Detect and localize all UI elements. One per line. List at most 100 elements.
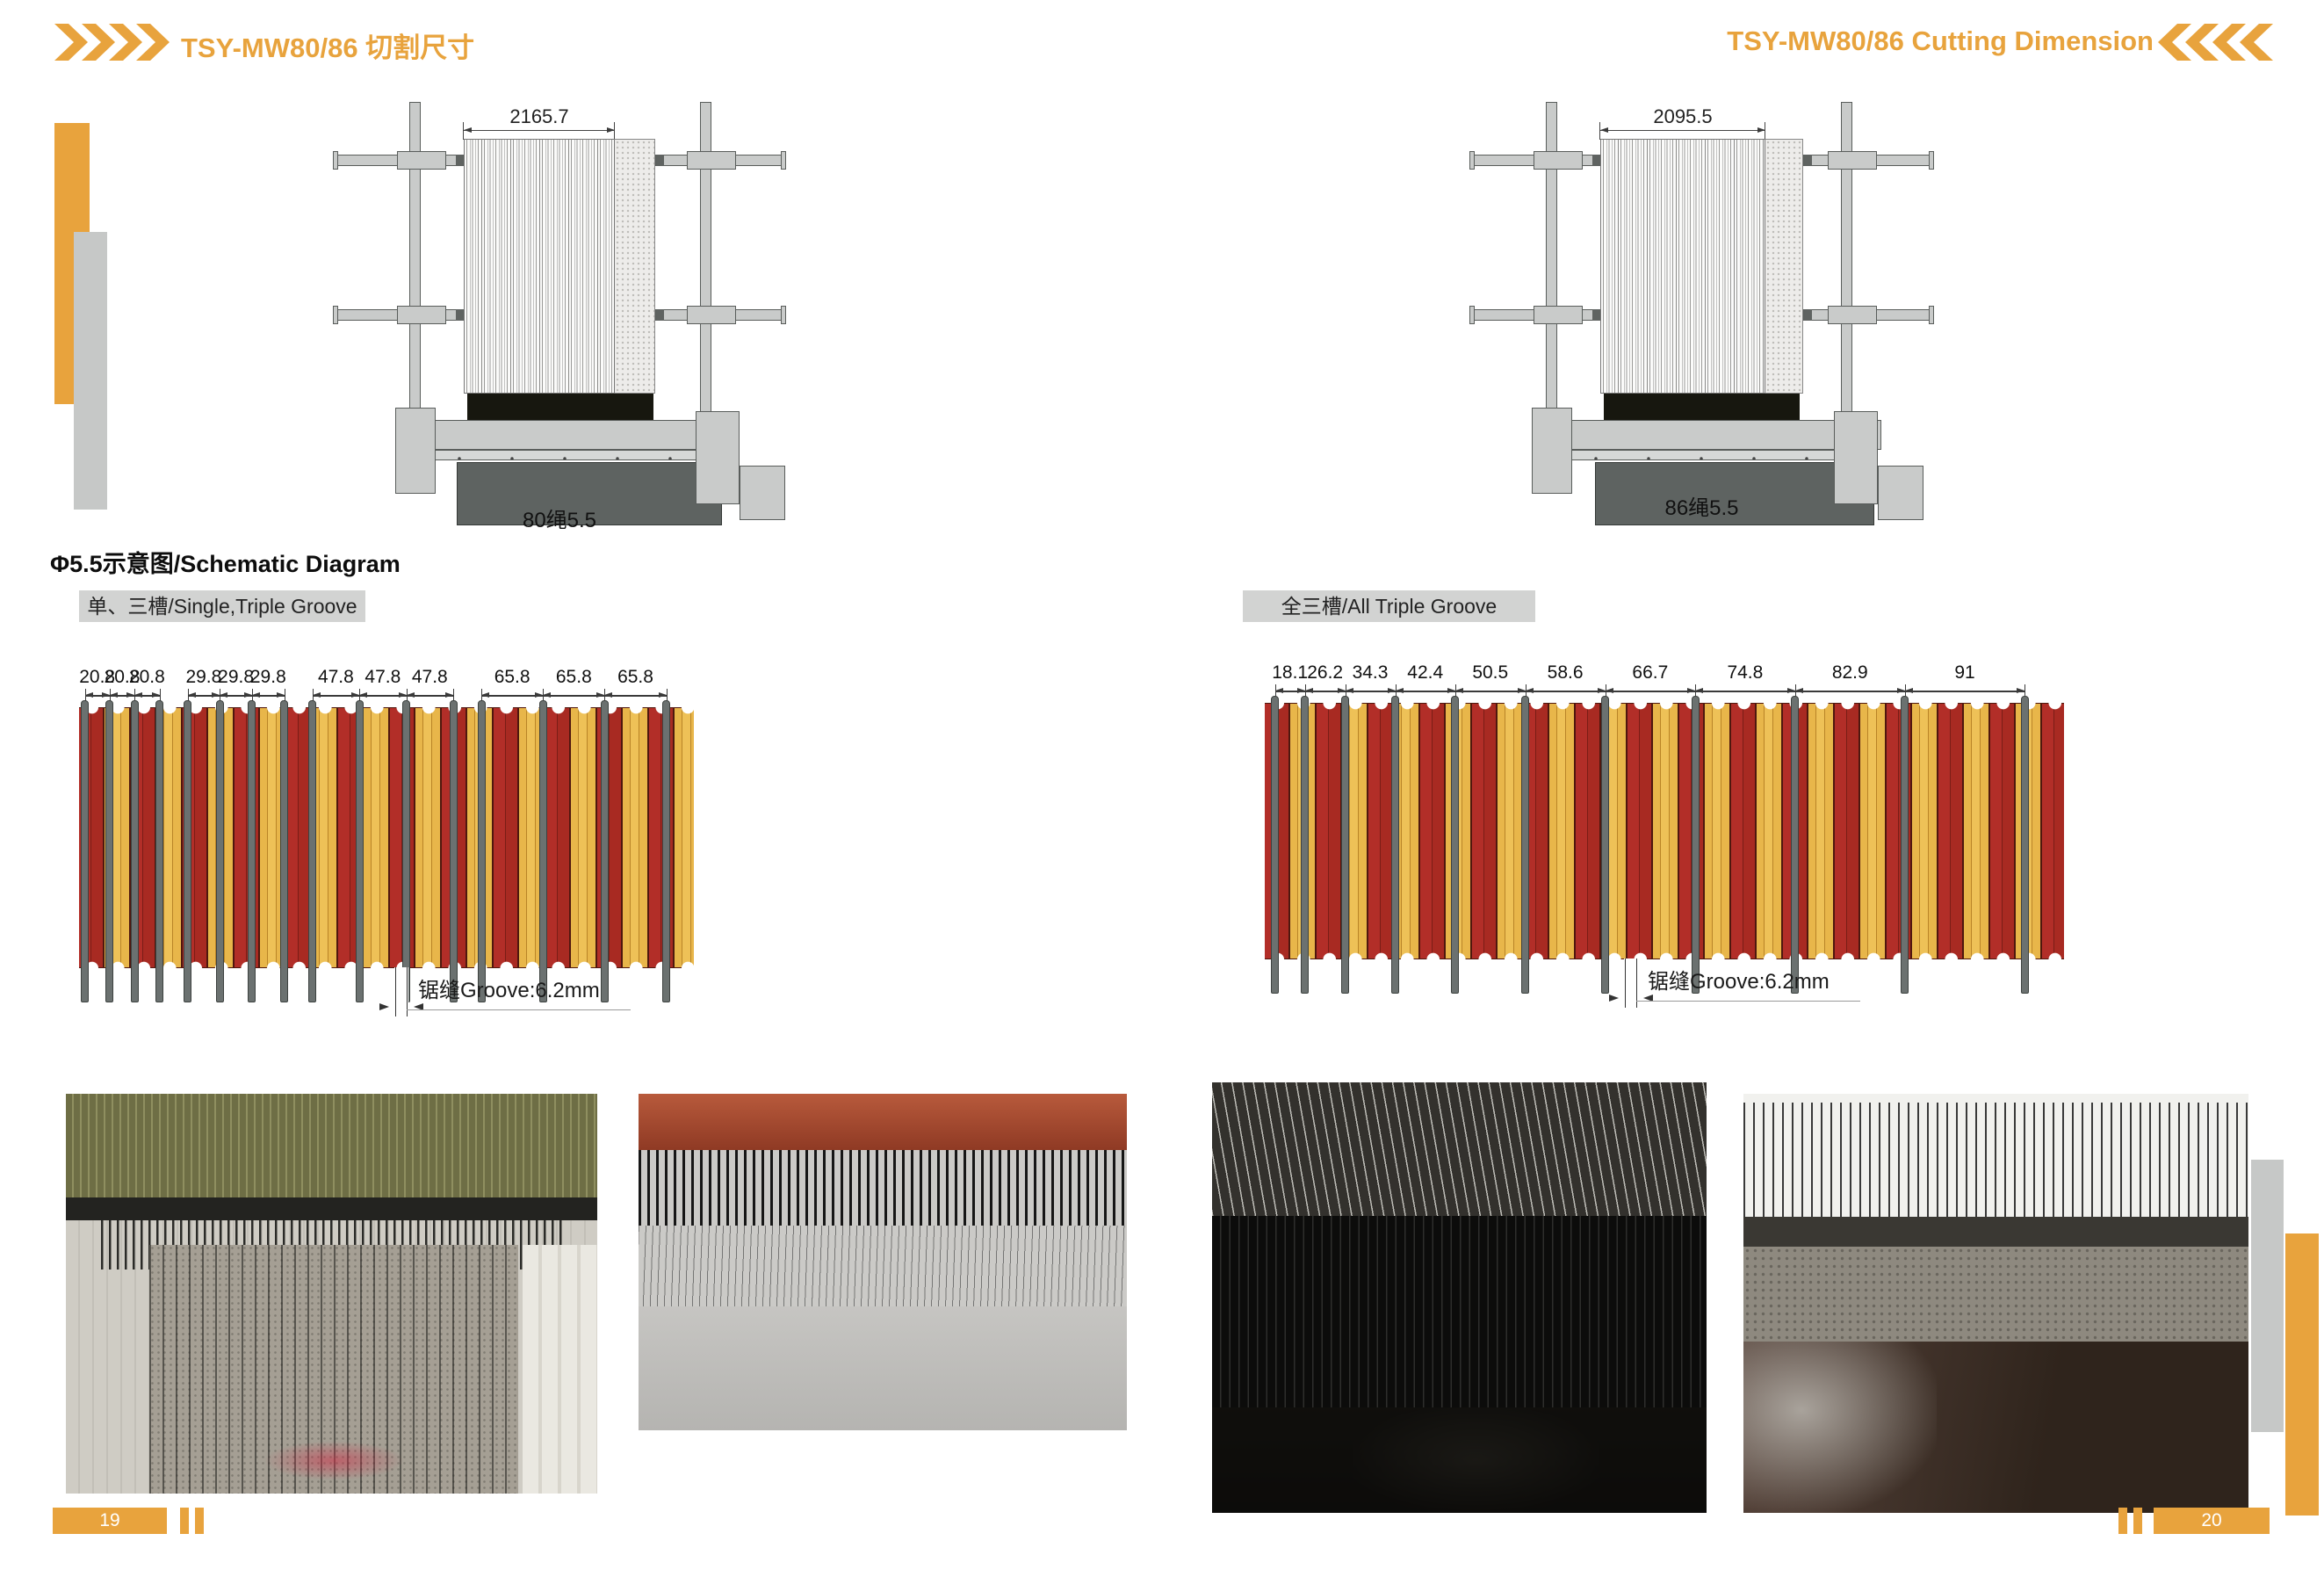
wire-field [464, 139, 615, 394]
wire-fringe [1743, 1103, 2248, 1226]
dimension-line [1304, 688, 1346, 693]
dimension-label: 29.8 [249, 667, 286, 687]
deco-bar-gray-left [74, 232, 107, 510]
diamond-wire-post [215, 700, 224, 1002]
dimension-tick [159, 689, 161, 710]
footer-bar [2118, 1508, 2127, 1534]
dimension-line [1695, 688, 1795, 693]
photo-dark-wire-fanning [1212, 1082, 1707, 1513]
arm-tip [656, 155, 664, 166]
page-number-right: 20 [2154, 1508, 2270, 1534]
dimension-line [109, 692, 135, 698]
dimension-label: 65.8 [617, 667, 653, 687]
photo-granite-block-wire-cutting [66, 1094, 597, 1494]
dimension-line [406, 692, 454, 698]
bolt-rail [415, 450, 727, 460]
machine-bed [411, 420, 731, 450]
dimension-tick [2024, 684, 2026, 705]
wire-fringe [639, 1150, 1127, 1226]
diamond-wire-post [1521, 696, 1530, 994]
arm-tip [1804, 155, 1812, 166]
footer-bar [180, 1508, 189, 1534]
dimension-label: 42.4 [1407, 662, 1444, 683]
bolt-rail [1551, 450, 1878, 460]
groove-label: 锯缝Groove:6.2mm [418, 979, 600, 1002]
arm-endcap [333, 151, 338, 170]
dimension-tick [1794, 684, 1796, 705]
arm-sleeve [1828, 151, 1877, 170]
window-light [523, 1245, 597, 1494]
diamond-wire-post [1301, 696, 1310, 994]
dark-band [1743, 1217, 2248, 1247]
dimension-label: 20.8 [128, 667, 165, 687]
arm-tip [456, 155, 464, 166]
arm-sleeve [687, 151, 736, 170]
dimension-line [251, 692, 285, 698]
arm-endcap [781, 306, 786, 324]
diamond-wire-post [184, 700, 192, 1002]
page-title-en: TSY-MW80/86 Cutting Dimension [1727, 25, 2154, 56]
dimension-line [359, 692, 407, 698]
diamond-wire-post [538, 700, 547, 1002]
diamond-wire-post [1791, 696, 1800, 994]
page-title-cn: TSY-MW80/86 切割尺寸 [181, 33, 475, 63]
drawing-caption: 86绳5.5 [1664, 496, 1739, 520]
photo-wire-array-over-slab [639, 1094, 1127, 1430]
dimension-tick [1274, 684, 1276, 705]
black-slab-lines [1212, 1216, 1707, 1407]
dimension-line [1794, 688, 1905, 693]
dimension-tick [543, 689, 545, 710]
dimension-line [134, 692, 160, 698]
wire-field [1600, 139, 1765, 394]
scallop-edge [1265, 703, 2064, 714]
diamond-wire-post [600, 700, 609, 1002]
bracket-left [1532, 408, 1572, 494]
dimension-label: 47.8 [317, 667, 354, 687]
drawing-caption: 80绳5.5 [522, 509, 597, 532]
dimension-tick [312, 689, 314, 710]
deco-bar-orange-right [2285, 1233, 2319, 1516]
stone-block [615, 139, 655, 394]
diamond-wire-post [248, 700, 256, 1002]
tag-all-triple-groove: 全三槽/All Triple Groove [1243, 590, 1535, 622]
diamond-wire-post [81, 700, 89, 1002]
dimension-label: 74.8 [1727, 662, 1764, 683]
diamond-wire-post [308, 700, 317, 1002]
dimension-line [220, 692, 252, 698]
diamond-wire-post [2020, 696, 2029, 994]
dimension-tick [406, 689, 408, 710]
dimension-tick [453, 689, 455, 710]
dimension-line [1605, 688, 1695, 693]
dimension-line [1454, 688, 1526, 693]
diamond-wire-post [477, 700, 486, 1002]
dimension-tick [1454, 684, 1456, 705]
dimension-tick [1395, 684, 1397, 705]
arm-tip [1804, 309, 1812, 321]
dimension-label: 18.1 [1272, 662, 1309, 683]
machine-base [457, 462, 722, 525]
footer-bar [195, 1508, 204, 1534]
drawing-dimension-label: 2095.5 [1653, 105, 1713, 127]
dimension-tick [251, 689, 253, 710]
diamond-wire-post [1391, 696, 1400, 994]
dim-tick [1599, 122, 1600, 140]
diamond-wire-post [662, 700, 671, 1002]
dimension-label: 50.5 [1472, 662, 1509, 683]
groove-label: 锯缝Groove:6.2mm [1648, 970, 1830, 994]
dimension-tick [666, 689, 668, 710]
dimension-line [84, 692, 110, 698]
chevrons-right-icon [54, 24, 170, 61]
clamp-strip [1604, 394, 1800, 420]
dimension-line [481, 692, 544, 698]
dimension-tick [134, 689, 136, 710]
arm-sleeve [1534, 306, 1583, 324]
footer-bar [2133, 1508, 2142, 1534]
stone-block [1765, 139, 1803, 394]
clamp-strip [467, 394, 653, 420]
arm-tip [656, 309, 664, 321]
beam [66, 1197, 597, 1220]
diamond-wire-post [1691, 696, 1700, 994]
dimension-label: 65.8 [555, 667, 592, 687]
dimension-tick [1304, 684, 1306, 705]
